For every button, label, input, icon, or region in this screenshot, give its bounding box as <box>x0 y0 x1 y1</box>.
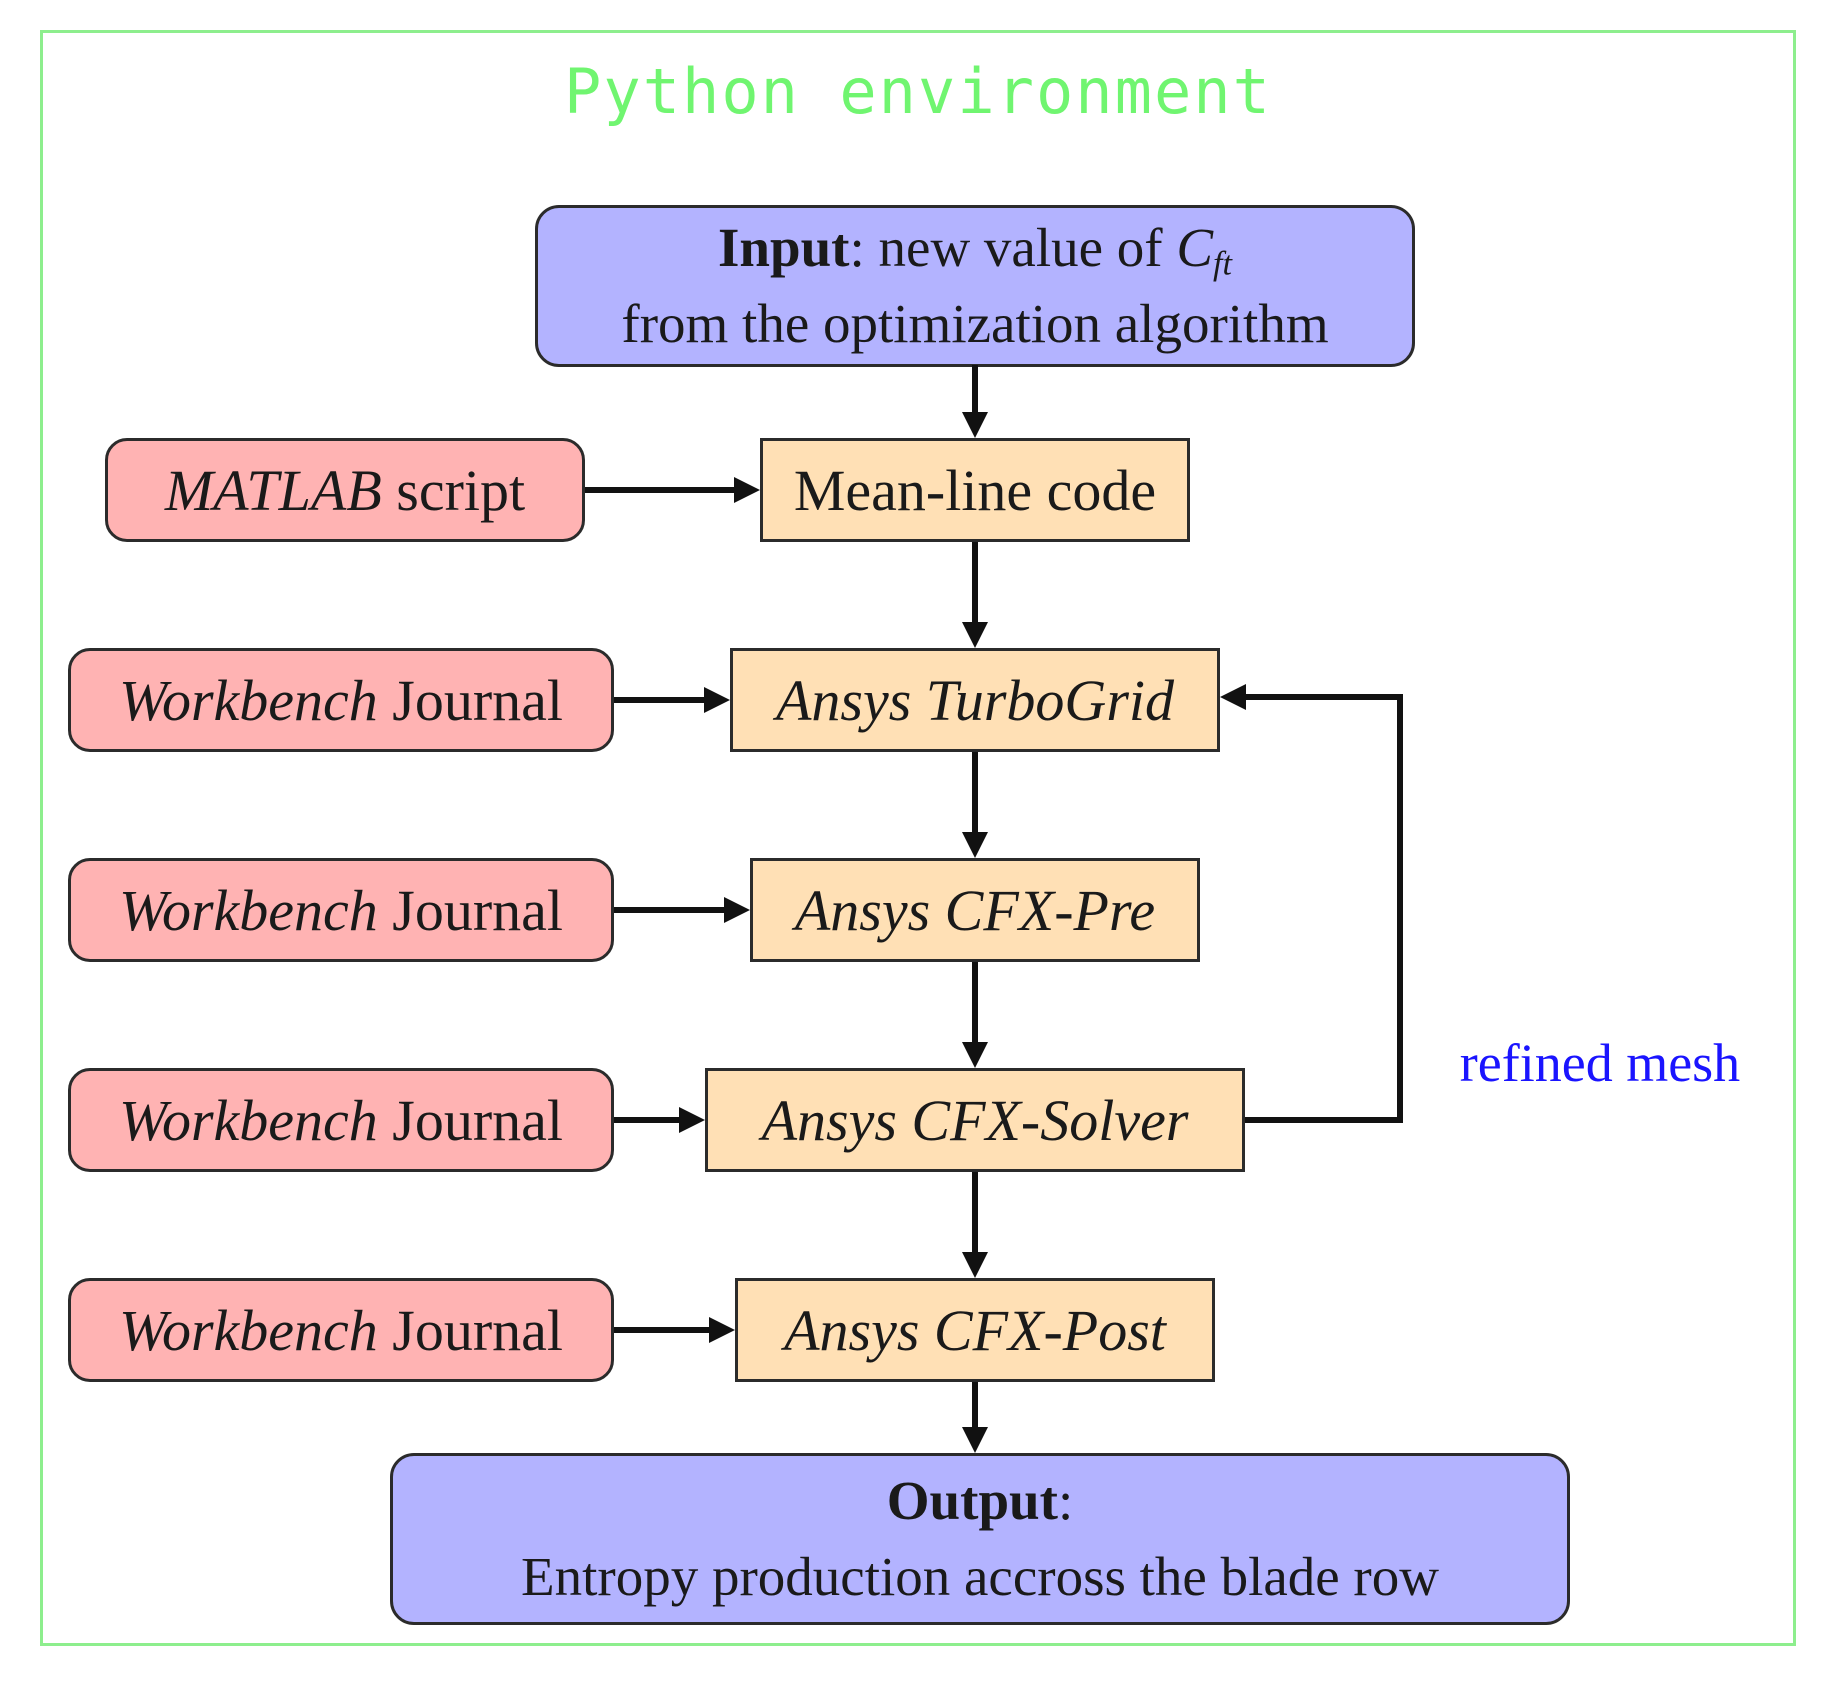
arrow-cfxpost-to-output-shaft <box>972 1382 978 1429</box>
arrow-journal2-to-cfxpre-head <box>724 897 750 923</box>
arrow-meanline-to-turbogrid-head <box>962 622 988 648</box>
node-ansys-cfx-post: Ansys CFX-Post <box>735 1278 1215 1382</box>
node-input: Input: new value of Cft from the optimiz… <box>535 205 1415 367</box>
workbench-em: Workbench <box>118 667 378 733</box>
arrow-input-to-meanline-head <box>962 412 988 438</box>
ansys-cfx-solver-label: Ansys CFX-Solver <box>761 1087 1189 1153</box>
node-workbench-journal-1: Workbench Journal <box>68 648 614 752</box>
output-line-1: Output: <box>887 1463 1073 1539</box>
arrow-cfxsolver-to-cfxpost-head <box>962 1252 988 1278</box>
arrow-journal3-to-cfxsolver-head <box>679 1107 705 1133</box>
arrow-journal1-to-turbogrid-shaft <box>614 697 706 703</box>
workbench-rest: Journal <box>377 667 564 733</box>
node-ansys-turbogrid: Ansys TurboGrid <box>730 648 1220 752</box>
node-ansys-cfx-solver: Ansys CFX-Solver <box>705 1068 1245 1172</box>
input-var-sub: ft <box>1213 245 1232 283</box>
output-colon: : <box>1057 1470 1074 1531</box>
feedback-label-refined-mesh: refined mesh <box>1459 1033 1741 1093</box>
input-var-base: C <box>1176 217 1214 278</box>
output-bold: Output <box>886 1470 1058 1531</box>
arrow-journal4-to-cfxpost-shaft <box>614 1327 711 1333</box>
feedback-vertical-segment <box>1397 697 1403 1123</box>
arrow-matlab-to-meanline-head <box>734 477 760 503</box>
arrow-input-to-meanline-shaft <box>972 365 978 414</box>
node-ansys-cfx-pre: Ansys CFX-Pre <box>750 858 1200 962</box>
arrow-cfxpre-to-cfxsolver-shaft <box>972 962 978 1044</box>
input-rest: : new value of <box>849 217 1177 278</box>
ansys-cfx-post-label: Ansys CFX-Post <box>784 1297 1166 1363</box>
workbench-rest: Journal <box>377 1087 564 1153</box>
arrow-journal1-to-turbogrid-head <box>704 687 730 713</box>
node-mean-line-code: Mean-line code <box>760 438 1190 542</box>
ansys-cfx-pre-label: Ansys CFX-Pre <box>794 877 1156 943</box>
arrow-journal2-to-cfxpre-shaft <box>614 907 726 913</box>
python-environment-frame <box>40 30 1796 1646</box>
arrow-cfxsolver-to-cfxpost-shaft <box>972 1172 978 1254</box>
node-workbench-journal-2: Workbench Journal <box>68 858 614 962</box>
input-line-1: Input: new value of Cft <box>718 210 1232 286</box>
workbench-em: Workbench <box>118 877 378 943</box>
diagram-title: Python environment <box>564 55 1272 128</box>
feedback-bottom-segment <box>1245 1117 1403 1123</box>
node-output: Output: Entropy production accross the b… <box>390 1453 1570 1625</box>
output-line-2: Entropy production accross the blade row <box>521 1546 1439 1607</box>
arrow-matlab-to-meanline-shaft <box>585 487 736 493</box>
feedback-arrow-head <box>1220 684 1246 710</box>
matlab-script-rest: script <box>381 457 526 523</box>
arrow-turbogrid-to-cfxpre-shaft <box>972 752 978 834</box>
node-matlab-script: MATLAB script <box>105 438 585 542</box>
arrow-turbogrid-to-cfxpre-head <box>962 832 988 858</box>
node-workbench-journal-3: Workbench Journal <box>68 1068 614 1172</box>
arrow-cfxpre-to-cfxsolver-head <box>962 1042 988 1068</box>
workbench-em: Workbench <box>118 1297 378 1363</box>
workbench-rest: Journal <box>377 877 564 943</box>
input-bold: Input <box>718 217 850 278</box>
workbench-em: Workbench <box>118 1087 378 1153</box>
workbench-rest: Journal <box>377 1297 564 1363</box>
mean-line-code-label: Mean-line code <box>793 457 1157 523</box>
node-workbench-journal-4: Workbench Journal <box>68 1278 614 1382</box>
input-line-2: from the optimization algorithm <box>621 293 1329 354</box>
arrow-meanline-to-turbogrid-shaft <box>972 542 978 624</box>
ansys-turbogrid-label: Ansys TurboGrid <box>775 667 1174 733</box>
feedback-top-segment <box>1246 694 1403 700</box>
matlab-script-em: MATLAB <box>164 457 382 523</box>
arrow-journal3-to-cfxsolver-shaft <box>614 1117 681 1123</box>
arrow-journal4-to-cfxpost-head <box>709 1317 735 1343</box>
arrow-cfxpost-to-output-head <box>962 1427 988 1453</box>
